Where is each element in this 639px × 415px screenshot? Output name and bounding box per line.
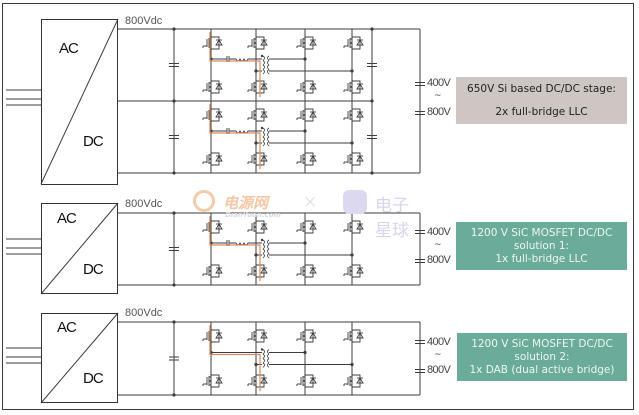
mosfet-icon [247, 78, 268, 96]
mosfet-icon [343, 372, 364, 390]
output-low-label-1: 400V [427, 77, 451, 89]
mosfet-icon [202, 34, 223, 52]
note-sic-dab: 1200 V SiC MOSFET DC/DC solution 2: 1x D… [457, 333, 627, 381]
mosfet-icon [296, 262, 317, 280]
ac-label-1: AC [59, 40, 79, 57]
note-sic-llc: 1200 V SiC MOSFET DC/DC solution 1: 1x f… [456, 222, 627, 270]
note-line: 1x full-bridge LLC [495, 252, 588, 265]
mosfet-icon [202, 106, 223, 124]
output-high-label-3: 800V [427, 364, 451, 376]
mosfet-icon [202, 327, 223, 345]
note-line: 1x DAB (dual active bridge) [469, 363, 615, 376]
acdc-converter-3 [41, 313, 118, 403]
bus-voltage-label-2: 800Vdc [125, 198, 163, 210]
dc-label-3: DC [83, 370, 104, 387]
ac-label-2: AC [57, 210, 77, 227]
mosfet-icon [247, 262, 268, 280]
note-line: solution 2: [514, 350, 570, 363]
mosfet-icon [296, 78, 317, 96]
mosfet-icon [343, 34, 364, 52]
note-line: 1200 V SiC MOSFET DC/DC [470, 226, 613, 239]
note-line: 650V Si based DC/DC stage: [467, 82, 616, 95]
ac-label-3: AC [57, 319, 77, 336]
transformer-icon [260, 348, 270, 368]
mosfet-icon [247, 150, 268, 168]
mosfet-icon [247, 218, 268, 236]
mosfet-icon [247, 327, 268, 345]
junction-dot [370, 27, 374, 31]
dc-label-2: DC [83, 261, 104, 278]
output-sep-label-3: ~ [434, 350, 442, 360]
note-line: 2x full-bridge LLC [495, 105, 588, 118]
mosfet-icon [343, 262, 364, 280]
note-line: solution 1: [513, 239, 570, 252]
output-low-label-2: 400V [427, 226, 451, 238]
note-si-llc: 650V Si based DC/DC stage: 2x full-bridg… [456, 77, 627, 124]
current-path [209, 325, 261, 391]
mosfet-icon [247, 34, 268, 52]
mosfet-icon [202, 372, 223, 390]
transformer-icon [260, 238, 270, 259]
mosfet-icon [343, 106, 364, 124]
acdc-converter-1 [41, 19, 118, 185]
junction-dot [370, 99, 374, 103]
output-sep-label-1: ~ [434, 91, 442, 101]
bus-voltage-label-1: 800Vdc [125, 15, 163, 27]
output-high-label-1: 800V [427, 106, 451, 118]
mosfet-icon [202, 218, 223, 236]
mosfet-icon [296, 34, 317, 52]
current-path [209, 104, 261, 169]
mosfet-icon [296, 327, 317, 345]
mosfet-icon [343, 327, 364, 345]
mosfet-icon [296, 372, 317, 390]
converter-diagonal [40, 18, 119, 185]
junction-dot [370, 171, 374, 175]
mosfet-icon [296, 218, 317, 236]
transformer-icon [260, 126, 270, 147]
mosfet-icon [202, 262, 223, 280]
converter-diagonal [40, 312, 119, 404]
junction-dot [172, 99, 176, 103]
mosfet-icon [202, 150, 223, 168]
mosfet-icon [343, 150, 364, 168]
mosfet-icon [247, 106, 268, 124]
output-high-label-2: 800V [427, 254, 451, 266]
output-sep-label-2: ~ [434, 240, 442, 250]
output-low-label-3: 400V [427, 336, 451, 348]
note-line: 1200 V SiC MOSFET DC/DC [471, 337, 613, 350]
converter-diagonal [40, 202, 119, 295]
current-path [209, 32, 261, 97]
current-path [209, 216, 261, 281]
transformer-icon [260, 54, 270, 75]
bus-voltage-label-3: 800Vdc [125, 307, 163, 319]
mosfet-icon [296, 150, 317, 168]
dc-label-1: DC [83, 133, 104, 150]
mosfet-icon [343, 218, 364, 236]
mosfet-icon [202, 78, 223, 96]
figure-frame [2, 3, 634, 410]
acdc-converter-2 [41, 203, 118, 294]
mosfet-icon [296, 106, 317, 124]
mosfet-icon [247, 372, 268, 390]
mosfet-icon [343, 78, 364, 96]
